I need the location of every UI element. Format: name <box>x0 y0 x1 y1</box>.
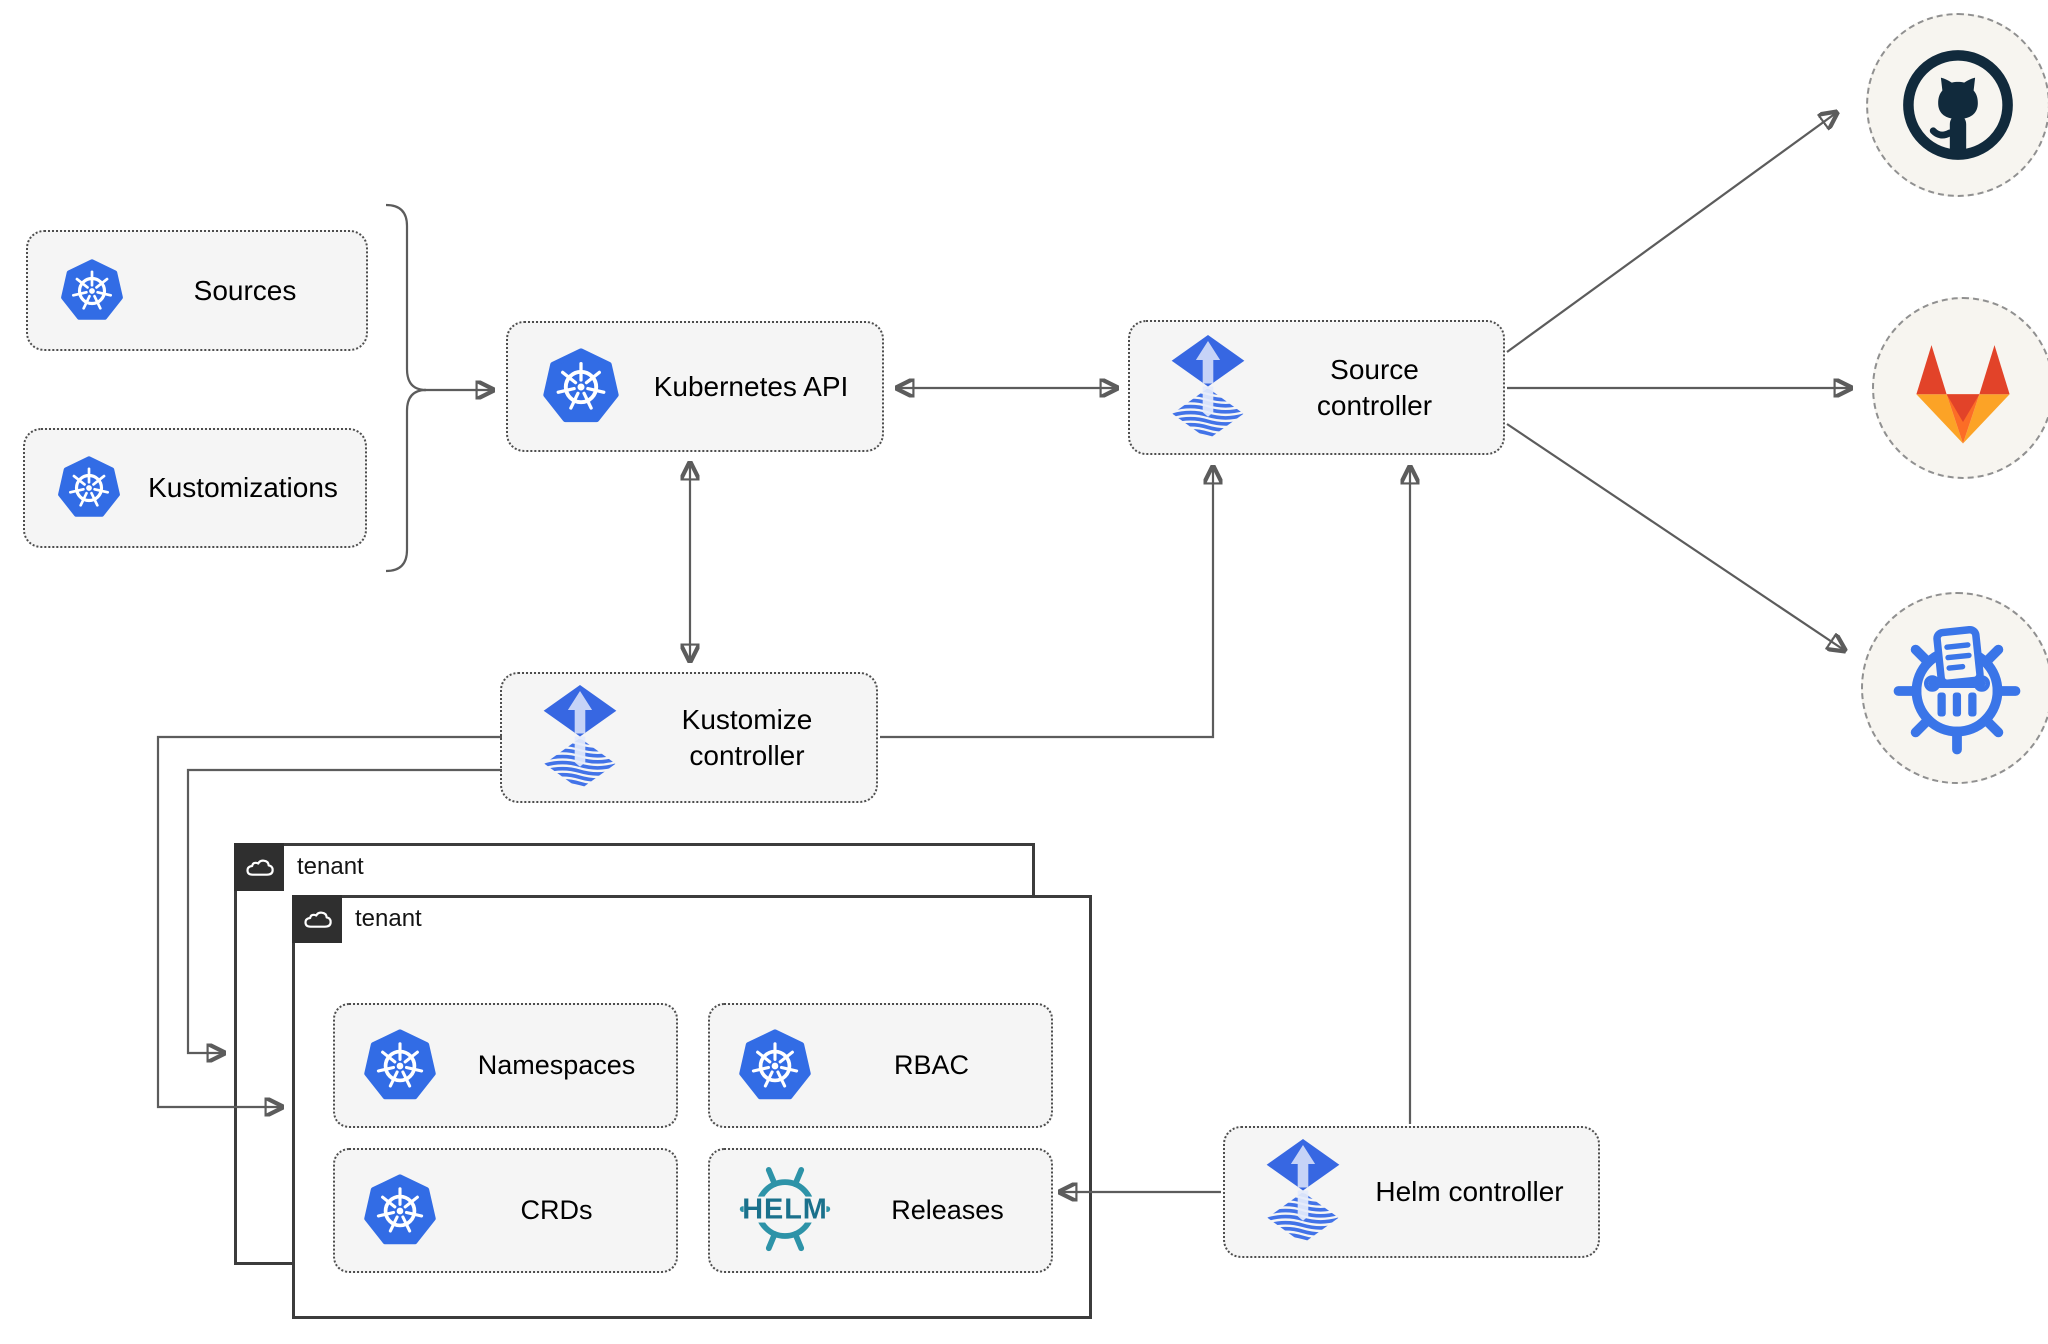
rbac-label: RBAC <box>893 1050 969 1080</box>
namespaces-label: Namespaces <box>477 1050 636 1080</box>
chartmuseum-icon <box>1893 625 2021 755</box>
helm-logo-text: HELM <box>742 1193 828 1225</box>
helm-icon: HELM <box>739 1166 831 1251</box>
kubernetes-api-label: Kubernetes API <box>653 370 849 402</box>
crds-node: CRDs <box>333 1148 678 1273</box>
kubernetes-icon <box>542 348 620 426</box>
flux-icon <box>1265 1139 1341 1245</box>
rbac-node: RBAC <box>708 1003 1053 1128</box>
bracket-sources-group <box>385 388 427 573</box>
kustomizations-node: Kustomizations <box>23 428 367 548</box>
helm-controller-node: Helm controller <box>1223 1126 1600 1258</box>
connector-kustomize-to-source-controller <box>880 468 1213 739</box>
kustomize-controller-label: Kustomize controller <box>681 703 813 771</box>
chartmuseum-endpoint <box>1861 592 2048 784</box>
gitlab-icon <box>1916 345 2010 444</box>
kubernetes-icon <box>738 1029 812 1103</box>
kubernetes-icon <box>60 259 124 323</box>
source-controller-label: Source controller <box>1316 353 1433 421</box>
kubernetes-icon <box>363 1174 437 1248</box>
sources-label: Sources <box>193 274 297 306</box>
releases-label: Releases <box>891 1195 1004 1225</box>
github-icon <box>1903 50 2013 160</box>
kubernetes-icon <box>363 1029 437 1103</box>
kubernetes-api-node: Kubernetes API <box>506 321 884 452</box>
helm-controller-label: Helm controller <box>1375 1176 1564 1208</box>
sources-node: Sources <box>26 230 368 351</box>
flux-icon <box>542 685 618 791</box>
flux-icon <box>1170 335 1246 441</box>
cloud-icon <box>301 908 333 931</box>
tenant-inner-label: tenant <box>355 905 422 932</box>
source-controller-node: Source controller <box>1128 320 1505 455</box>
kustomize-controller-node: Kustomize controller <box>500 672 878 803</box>
releases-node: HELM Releases <box>708 1148 1053 1273</box>
connector-source-to-github <box>1506 113 1836 353</box>
tenant-inner-container: tenant Namespaces RBAC CRDs <box>292 895 1092 1319</box>
tenant-tab <box>292 895 342 943</box>
kustomizations-label: Kustomizations <box>148 472 338 504</box>
connector-source-to-chartmuseum <box>1506 423 1844 650</box>
kubernetes-icon <box>57 456 121 520</box>
cloud-icon <box>243 856 275 879</box>
tenant-tab <box>234 843 284 891</box>
namespaces-node: Namespaces <box>333 1003 678 1128</box>
tenant-outer-label: tenant <box>297 853 364 880</box>
crds-label: CRDs <box>520 1195 593 1225</box>
gitlab-endpoint <box>1872 297 2048 479</box>
bracket-sources-group <box>385 203 427 392</box>
github-endpoint <box>1866 13 2048 197</box>
